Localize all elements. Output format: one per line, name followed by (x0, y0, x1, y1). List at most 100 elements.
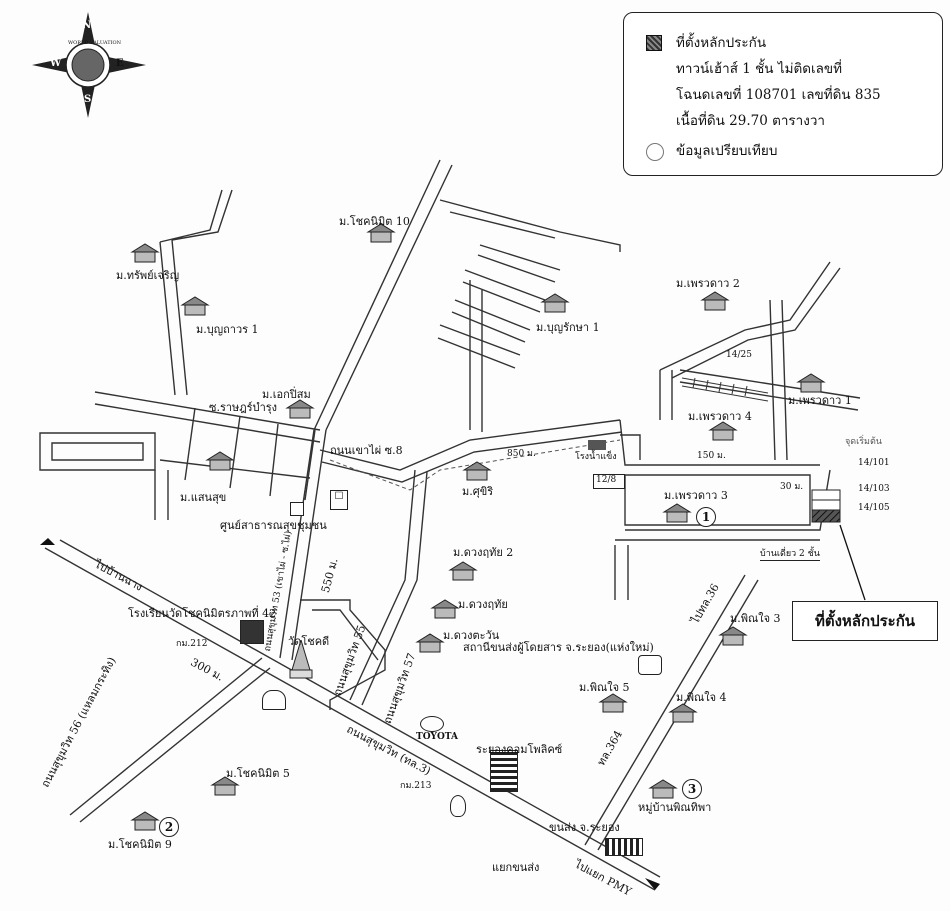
label-yaek-khonsong: แยกขนส่ง (492, 861, 540, 874)
khaopai8-road (319, 419, 621, 471)
legend-subject-label: ที่ตั้งหลักประกัน (676, 35, 767, 51)
compass-w: W (50, 58, 62, 69)
label-ekphruksa1: ม.เพรวดาว 1 (788, 394, 852, 407)
label-single-house: บ้านเดี่ยว 2 ชั้น (760, 546, 820, 561)
house-icon (130, 810, 160, 832)
compass-n: N (82, 20, 92, 31)
label-chotnimit9: ม.โชคนิมิต 9 (108, 838, 172, 851)
house-icon (462, 460, 492, 482)
comparison-marker-3: 3 (682, 779, 702, 799)
label-wat: วัดโชคดี (288, 635, 330, 648)
label-rayong-complex: ระยองคอมโพลิคซ์ (476, 743, 563, 756)
label-km213: กม.213 (400, 781, 432, 791)
label-bunthawon1: ม.บุญถาวร 1 (196, 323, 259, 336)
house-icon (648, 778, 678, 800)
label-14-105: 14/105 (858, 503, 890, 513)
legend-box: ที่ตั้งหลักประกัน ทาวน์เฮ้าส์ 1 ชั้น ไม่… (623, 12, 943, 176)
label-duangchai2: ม.ดวงฤทัย 2 (453, 546, 514, 559)
label-14-103: 14/103 (858, 484, 890, 494)
house-icon (210, 775, 240, 797)
label-village-pinthip: หมู่บ้านพิณทิพา (638, 801, 712, 814)
temple-icon (288, 638, 314, 680)
label-toyota: TOYOTA (416, 732, 458, 742)
label-pinjai5: ม.พิณใจ 5 (579, 681, 630, 694)
label-ekphruksa2: ม.เพรวดาว 2 (676, 277, 740, 290)
soi57-road (349, 469, 416, 701)
house-icon (366, 222, 396, 244)
bank-icon: ☐ (330, 490, 348, 510)
label-chotnimit10: ม.โชคนิมิต 10 (339, 215, 410, 228)
house-icon (796, 372, 826, 394)
shell-icon (262, 690, 286, 710)
label-chotnimit5: ม.โชคนิมิต 5 (226, 767, 290, 780)
bus-icon (638, 655, 662, 675)
label-ekphruksa4: ม.เพรวดาว 4 (688, 410, 752, 423)
house-icon (130, 242, 160, 264)
label-khaopai8: ถนนเขาไผ่ ซ.8 (330, 444, 403, 457)
label-pinjai3: ม.พิณใจ 3 (730, 612, 781, 625)
soi56-road (69, 657, 263, 816)
legend-subject-desc3: เนื้อที่ดิน 29.70 ตารางวา (676, 113, 826, 129)
label-factory: โรงน้ำแข็ง (575, 452, 617, 462)
house-icon (205, 450, 235, 472)
house-icon (668, 702, 698, 724)
label-start-point: จุดเริ่มต้น (845, 437, 882, 447)
toyota-icon (420, 716, 444, 732)
house-icon (718, 625, 748, 647)
school-icon (240, 620, 264, 644)
label-ratburana: ซ.ราษฎร์บำรุง (209, 401, 278, 414)
compass-e: E (116, 58, 124, 69)
north-road (313, 159, 441, 431)
sukhumvit-road (44, 547, 656, 891)
building-icon (490, 750, 518, 792)
house-icon (662, 502, 692, 524)
label-saensuk: ม.แสนสุข (180, 491, 227, 504)
label-duangtawan: ม.ดวงตะวัน (443, 629, 500, 642)
label-sirisiri: ม.ศุขิริ (462, 485, 494, 498)
house-icon (180, 295, 210, 317)
comparison-marker-1: 1 (696, 507, 716, 527)
factory-icon (588, 440, 606, 450)
label-m30: 30 ม. (780, 482, 804, 492)
legend-subject-desc2: โฉนดเลขที่ 108701 เลขที่ดิน 835 (676, 87, 881, 103)
ratburana-road (94, 391, 321, 431)
label-m850: 850 ม. (507, 449, 536, 459)
label-km212: กม.212 (176, 639, 208, 649)
transport-office-icon (605, 838, 643, 856)
tl364-road (584, 574, 746, 846)
label-school: โรงเรียนวัดโชคนิมิตรภาพที่ 42 (128, 607, 277, 620)
label-14-25: 14/25 (726, 350, 752, 360)
house-icon (598, 692, 628, 714)
compass-ring-text: WORLD VALUATION (68, 40, 122, 46)
legend-subject-desc1: ทาวน์เฮ้าส์ 1 ชั้น ไม่ติดเลขที่ (676, 61, 843, 77)
house-icon (700, 290, 730, 312)
ptt-icon (450, 795, 466, 817)
legend-comparison-label: ข้อมูลเปรียบเทียบ (676, 143, 778, 159)
house-icon (540, 292, 570, 314)
label-pinjai4: ม.พิณใจ 4 (676, 691, 727, 704)
compass-s: S (84, 94, 92, 105)
label-transport-office: ขนส่ง จ.ระยอง (549, 821, 620, 834)
subject-plot (811, 509, 841, 523)
house-icon (430, 598, 460, 620)
label-bunraksa1: ม.บุญรักษา 1 (536, 321, 600, 334)
comparison-swatch (646, 143, 664, 161)
label-ekphruksa3: ม.เพรวดาว 3 (664, 489, 728, 502)
label-m150: 150 ม. (697, 451, 726, 461)
label-health-center: ศูนย์สาธารณสุขชุมชน (220, 519, 327, 532)
label-14-101: 14/101 (858, 458, 890, 468)
house-icon (708, 420, 738, 442)
health-center-icon (290, 502, 304, 516)
label-duangchai: ม.ดวงฤทัย (458, 598, 508, 611)
house-icon (285, 398, 315, 420)
soi53-road (279, 429, 315, 659)
house-number-box (593, 474, 625, 489)
label-ekpisan: ม.เอกปิ่สม (262, 388, 311, 401)
label-bus-station: สถานีขนส่งผู้โดยสาร จ.ระยอง(แห่งใหม่) (463, 641, 654, 654)
compass-rose: N S E W WORLD VALUATION (30, 10, 150, 120)
house-icon (448, 560, 478, 582)
house-icon (415, 632, 445, 654)
label-sapcharoen: ม.ทรัพย์เจริญ (116, 269, 180, 282)
